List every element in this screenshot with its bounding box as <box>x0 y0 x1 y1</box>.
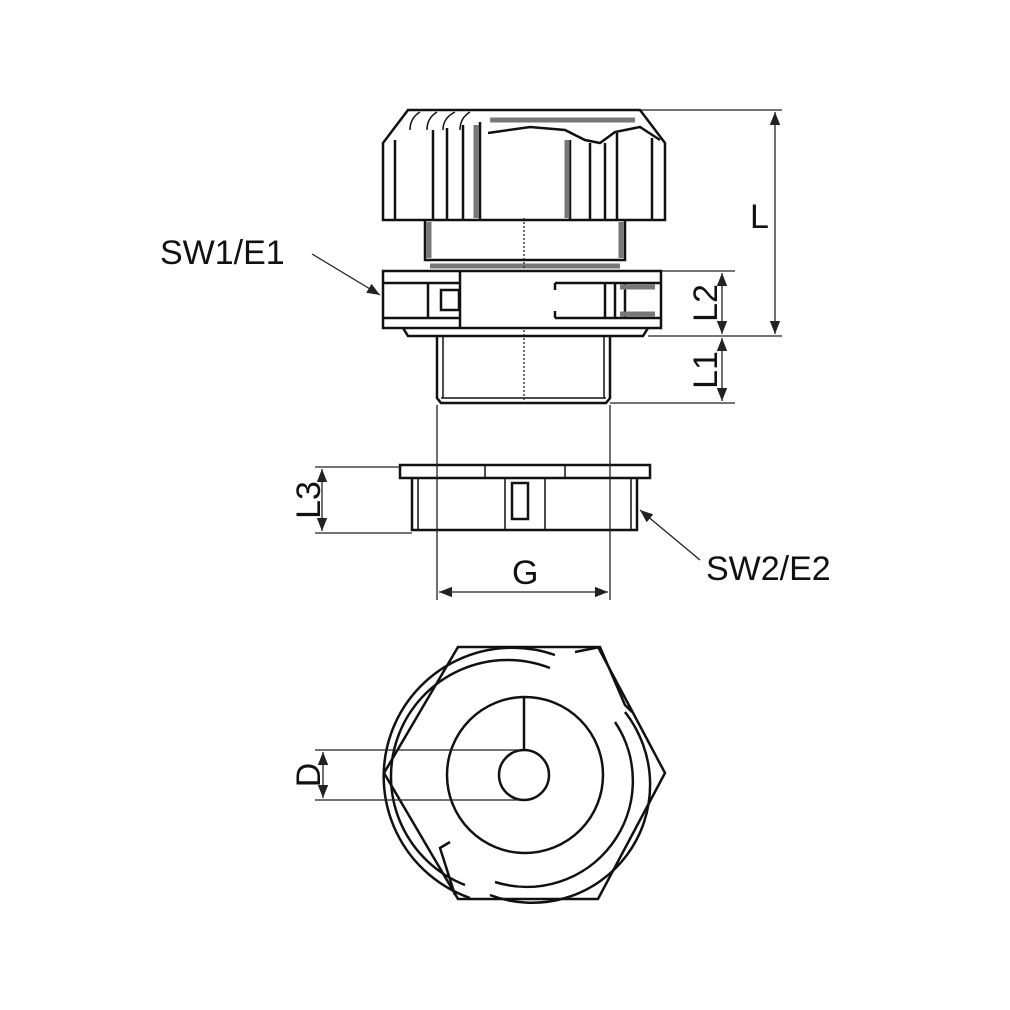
label-L2: L2 <box>687 284 725 322</box>
top-view-hex <box>382 645 667 905</box>
callout-sw1-e1: SW1/E1 <box>160 234 381 296</box>
label-D: D <box>290 763 328 788</box>
dimension-L3: L3 <box>290 466 412 534</box>
dimension-G: G <box>436 405 611 600</box>
label-SW2-E2: SW2/E2 <box>706 550 831 588</box>
dimension-D: D <box>290 749 520 801</box>
cap-nut <box>381 108 667 222</box>
label-L3: L3 <box>290 481 328 519</box>
dimension-L2: L2 <box>661 270 735 334</box>
locknut <box>398 463 652 532</box>
neck <box>423 218 627 270</box>
label-L1: L1 <box>687 351 725 389</box>
dimension-L: L <box>640 109 782 337</box>
dimension-L1: L1 <box>610 338 735 404</box>
label-L: L <box>750 198 769 236</box>
label-G: G <box>512 554 538 592</box>
thread <box>435 330 612 405</box>
callout-sw2-e2: SW2/E2 <box>639 509 831 588</box>
label-SW1-E1: SW1/E1 <box>160 234 285 272</box>
body-flange <box>381 269 663 338</box>
